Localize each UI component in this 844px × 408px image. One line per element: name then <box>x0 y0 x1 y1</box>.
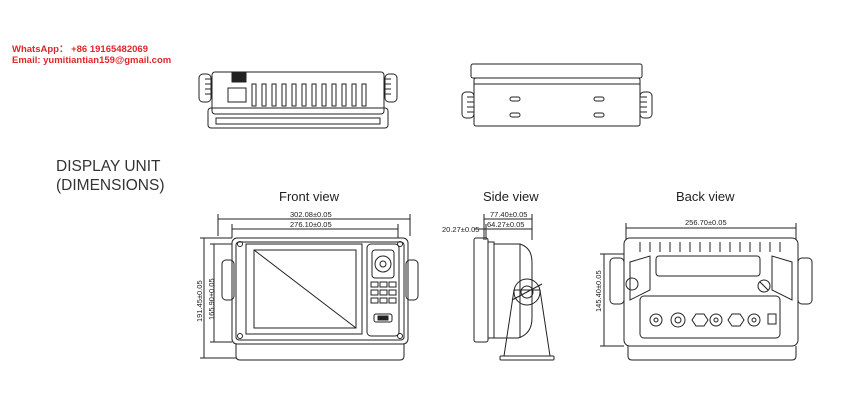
front-width-outer-dim: 302.08±0.05 <box>290 210 332 219</box>
back-view-drawing <box>600 223 813 361</box>
front-view-label: Front view <box>279 189 339 204</box>
side-view-drawing <box>473 214 555 361</box>
back-width-dim: 256.70±0.05 <box>685 218 727 227</box>
section-title: DISPLAY UNIT <box>56 158 161 175</box>
side-bezel-dim: 20.27±0.05 <box>442 225 480 234</box>
side-depth-inner-dim: 64.27±0.05 <box>487 220 525 229</box>
top-view-drawing <box>198 71 398 129</box>
front-width-inner-dim: 276.10±0.05 <box>290 220 332 229</box>
side-view-label: Side view <box>483 189 539 204</box>
email-contact: Email: yumitiantian159@gmail.com <box>12 55 172 66</box>
section-subtitle: (DIMENSIONS) <box>56 177 165 194</box>
back-view-label: Back view <box>676 189 735 204</box>
top-side-drawing <box>461 63 653 127</box>
whatsapp-contact: WhatsApp： +86 19165482069 <box>12 44 148 55</box>
side-depth-outer-dim: 77.40±0.05 <box>490 210 528 219</box>
front-view-drawing <box>200 214 419 361</box>
